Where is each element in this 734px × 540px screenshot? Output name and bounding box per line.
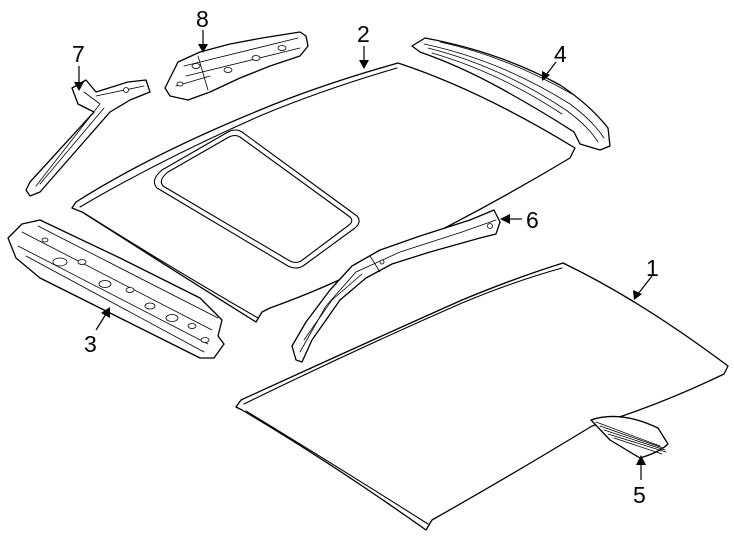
side-roof-rail — [411, 37, 611, 151]
callout-1: 1 — [646, 255, 659, 281]
roof-panel-with-sunroof — [71, 62, 576, 323]
callout-6: 6 — [526, 207, 539, 233]
callout-2: 2 — [357, 21, 370, 47]
windshield-header-panel — [7, 219, 225, 359]
front-pillar-rail — [25, 79, 151, 197]
callout-5: 5 — [633, 482, 646, 508]
callout-3: 3 — [84, 331, 97, 357]
callout-7: 7 — [72, 41, 85, 67]
rear-roof-bow — [590, 415, 669, 459]
callout-leaders — [74, 30, 653, 480]
outer-roof-panel — [235, 262, 729, 531]
callout-8: 8 — [196, 6, 209, 32]
center-roof-rail — [291, 209, 501, 363]
callout-4: 4 — [554, 41, 567, 67]
front-roof-bow — [164, 31, 309, 101]
